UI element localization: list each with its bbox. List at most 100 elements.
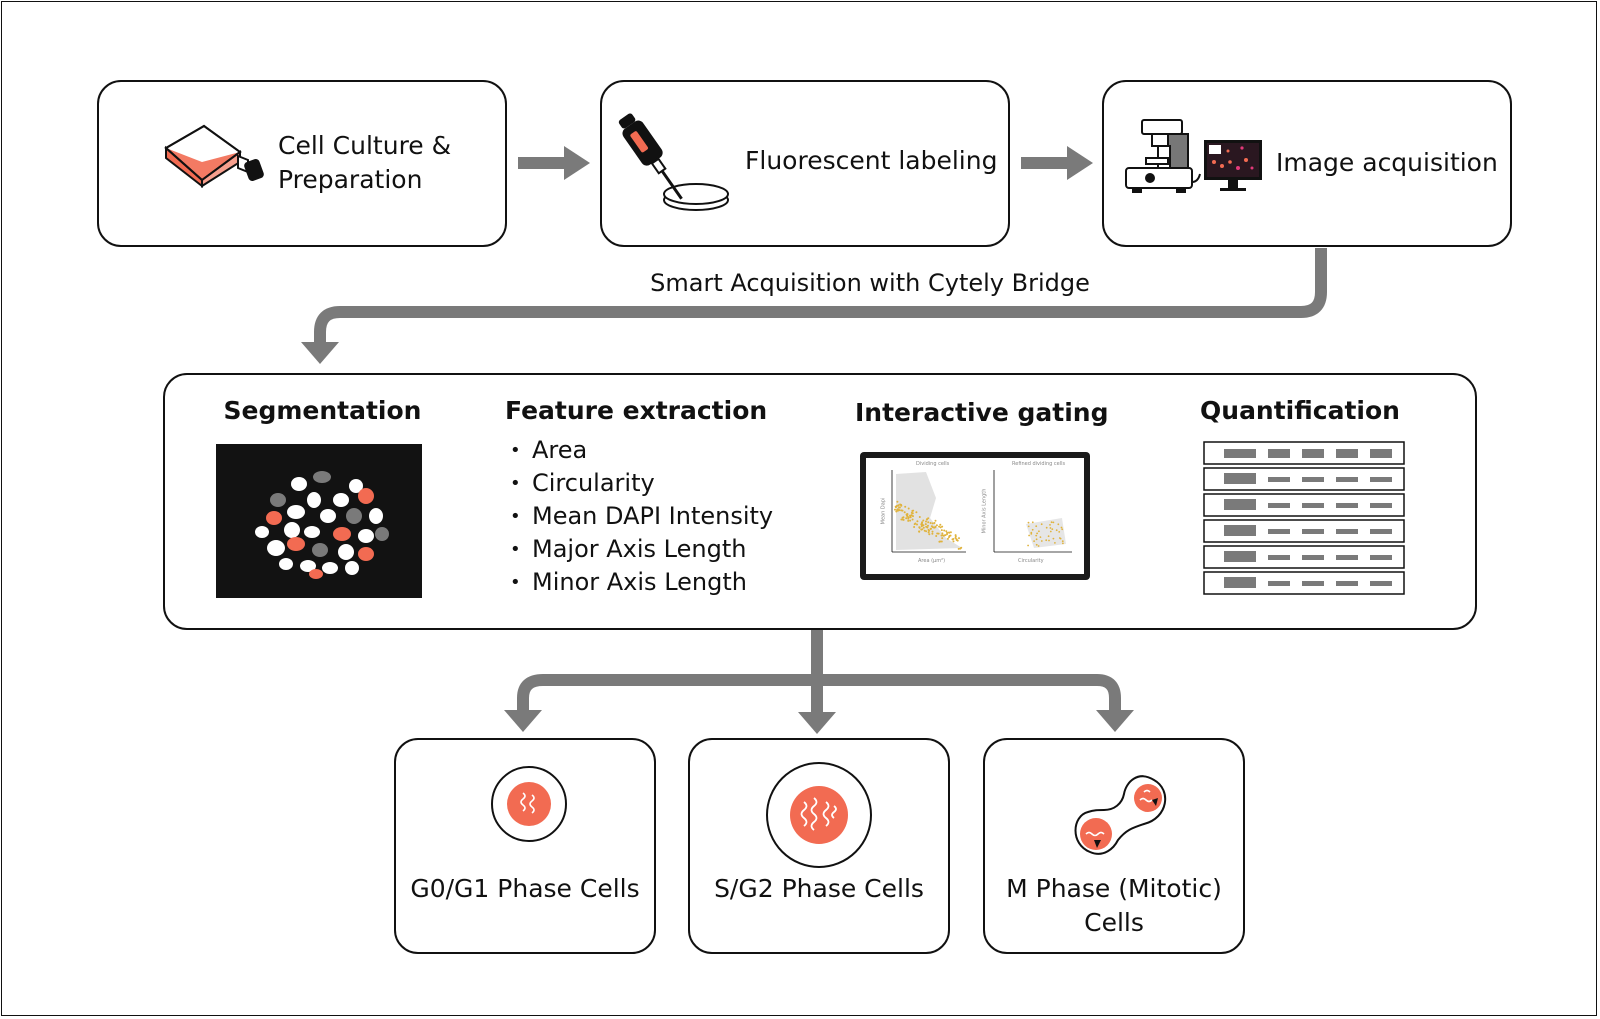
gate-point bbox=[928, 533, 931, 536]
gate-point bbox=[946, 537, 949, 540]
gate-point bbox=[935, 524, 938, 527]
gate-point bbox=[911, 518, 914, 521]
gate-point bbox=[955, 539, 958, 541]
feature-item: •Area bbox=[510, 436, 588, 464]
gate-point bbox=[898, 509, 901, 512]
gate-point bbox=[933, 522, 936, 524]
gate-point bbox=[1045, 539, 1048, 542]
quantification-title: Quantification bbox=[1200, 396, 1400, 425]
gate-point bbox=[1049, 524, 1051, 526]
gate-point bbox=[907, 516, 910, 519]
feature-extraction-title: Feature extraction bbox=[505, 396, 768, 425]
gate-point bbox=[939, 526, 942, 529]
gate-point bbox=[909, 519, 912, 522]
step-cell-culture-box bbox=[97, 80, 507, 247]
gate-point bbox=[905, 517, 908, 520]
gate-point bbox=[954, 535, 957, 538]
gate-point bbox=[927, 531, 930, 534]
gate-point bbox=[1060, 526, 1063, 529]
gate-point bbox=[909, 516, 912, 519]
left-panel-ylabel: Mean Dapi bbox=[880, 497, 887, 525]
gate-point bbox=[940, 529, 943, 532]
gate-point bbox=[1030, 533, 1033, 535]
gate-point bbox=[1027, 544, 1029, 547]
gate-point bbox=[1050, 521, 1053, 524]
gate-point bbox=[924, 523, 927, 526]
step-fluorescent-labeling-box bbox=[600, 80, 1010, 247]
gate-point bbox=[921, 528, 924, 531]
gate-point bbox=[902, 518, 905, 521]
gate-point bbox=[1027, 525, 1030, 528]
gate-point bbox=[934, 519, 937, 522]
outcome-sg2-label: S/G2 Phase Cells bbox=[714, 874, 924, 903]
gate-point bbox=[935, 535, 938, 537]
gate-point bbox=[1031, 521, 1034, 524]
gate-point bbox=[938, 525, 941, 528]
gate-point bbox=[922, 526, 925, 529]
gate-point bbox=[1057, 523, 1060, 526]
gate-point bbox=[913, 526, 916, 528]
segmentation-image bbox=[216, 444, 422, 598]
gate-point bbox=[960, 546, 963, 549]
gate-point bbox=[931, 530, 934, 533]
right-panel-xlabel: Circularity bbox=[1018, 558, 1044, 564]
gate-point bbox=[931, 522, 934, 525]
gate-point bbox=[1062, 542, 1064, 545]
gate-point bbox=[916, 523, 918, 526]
gate-point bbox=[1035, 534, 1038, 537]
gate-point bbox=[957, 547, 960, 550]
gate-point bbox=[943, 529, 946, 532]
gate-point bbox=[1028, 534, 1030, 537]
gate-point bbox=[949, 531, 952, 534]
right-panel-ylabel: Minor Axis Length bbox=[981, 488, 988, 534]
bridge-label: Smart Acquisition with Cytely Bridge bbox=[650, 269, 1090, 297]
gate-point bbox=[1035, 538, 1038, 541]
scatter-plot-screen: Dividing cells Refined dividing cells Ar… bbox=[866, 458, 1084, 574]
gate-point bbox=[932, 526, 935, 529]
gate-point bbox=[929, 522, 932, 524]
gate-point bbox=[922, 519, 925, 522]
gate-point bbox=[1058, 531, 1061, 533]
gate-point bbox=[927, 521, 930, 524]
feature-item: •Circularity bbox=[510, 469, 655, 497]
gate-point bbox=[1055, 529, 1058, 532]
outcome-m-phase-label-2: Cells bbox=[1084, 908, 1144, 937]
gate-point bbox=[1051, 528, 1054, 530]
outcome-m-phase-label-1: M Phase (Mitotic) bbox=[1006, 874, 1222, 903]
step-cell-culture-label-1: Cell Culture & bbox=[278, 131, 452, 160]
feature-item: •Minor Axis Length bbox=[510, 568, 747, 596]
gate-point bbox=[903, 511, 906, 514]
gate-point bbox=[1039, 536, 1042, 538]
gate-point bbox=[894, 506, 897, 509]
gate-point bbox=[952, 540, 955, 543]
gate-point bbox=[930, 527, 932, 530]
gate-point bbox=[1054, 542, 1056, 544]
gate-point bbox=[931, 532, 934, 535]
gate-point bbox=[897, 504, 900, 507]
gate-point bbox=[1027, 521, 1030, 524]
gate-point bbox=[958, 537, 960, 540]
gate-point bbox=[941, 525, 944, 528]
gate-point bbox=[948, 534, 951, 537]
feature-list: •Area •Circularity •Mean DAPI Intensity … bbox=[510, 434, 773, 599]
gate-point bbox=[946, 533, 948, 536]
gate-point bbox=[1038, 530, 1040, 533]
gate-point bbox=[1061, 540, 1064, 543]
gate-point bbox=[906, 513, 909, 515]
gate-point bbox=[1040, 523, 1043, 526]
g0g1-cell-icon bbox=[491, 766, 567, 842]
gate-point bbox=[1045, 526, 1048, 529]
gate-point bbox=[918, 526, 921, 529]
gate-point bbox=[925, 525, 928, 528]
gate-point bbox=[923, 529, 926, 532]
feature-item-label: Area bbox=[532, 436, 588, 464]
outcome-g0g1-label: G0/G1 Phase Cells bbox=[410, 874, 640, 903]
feature-item-label: Major Axis Length bbox=[532, 535, 747, 563]
step-fluorescent-labeling-label: Fluorescent labeling bbox=[745, 146, 998, 175]
gate-point bbox=[948, 531, 950, 534]
cell-culture-flask-icon bbox=[164, 124, 264, 189]
gate-point bbox=[900, 509, 903, 512]
gate-point bbox=[1052, 537, 1055, 540]
gate-point bbox=[1036, 532, 1038, 535]
gate-point bbox=[927, 528, 930, 531]
